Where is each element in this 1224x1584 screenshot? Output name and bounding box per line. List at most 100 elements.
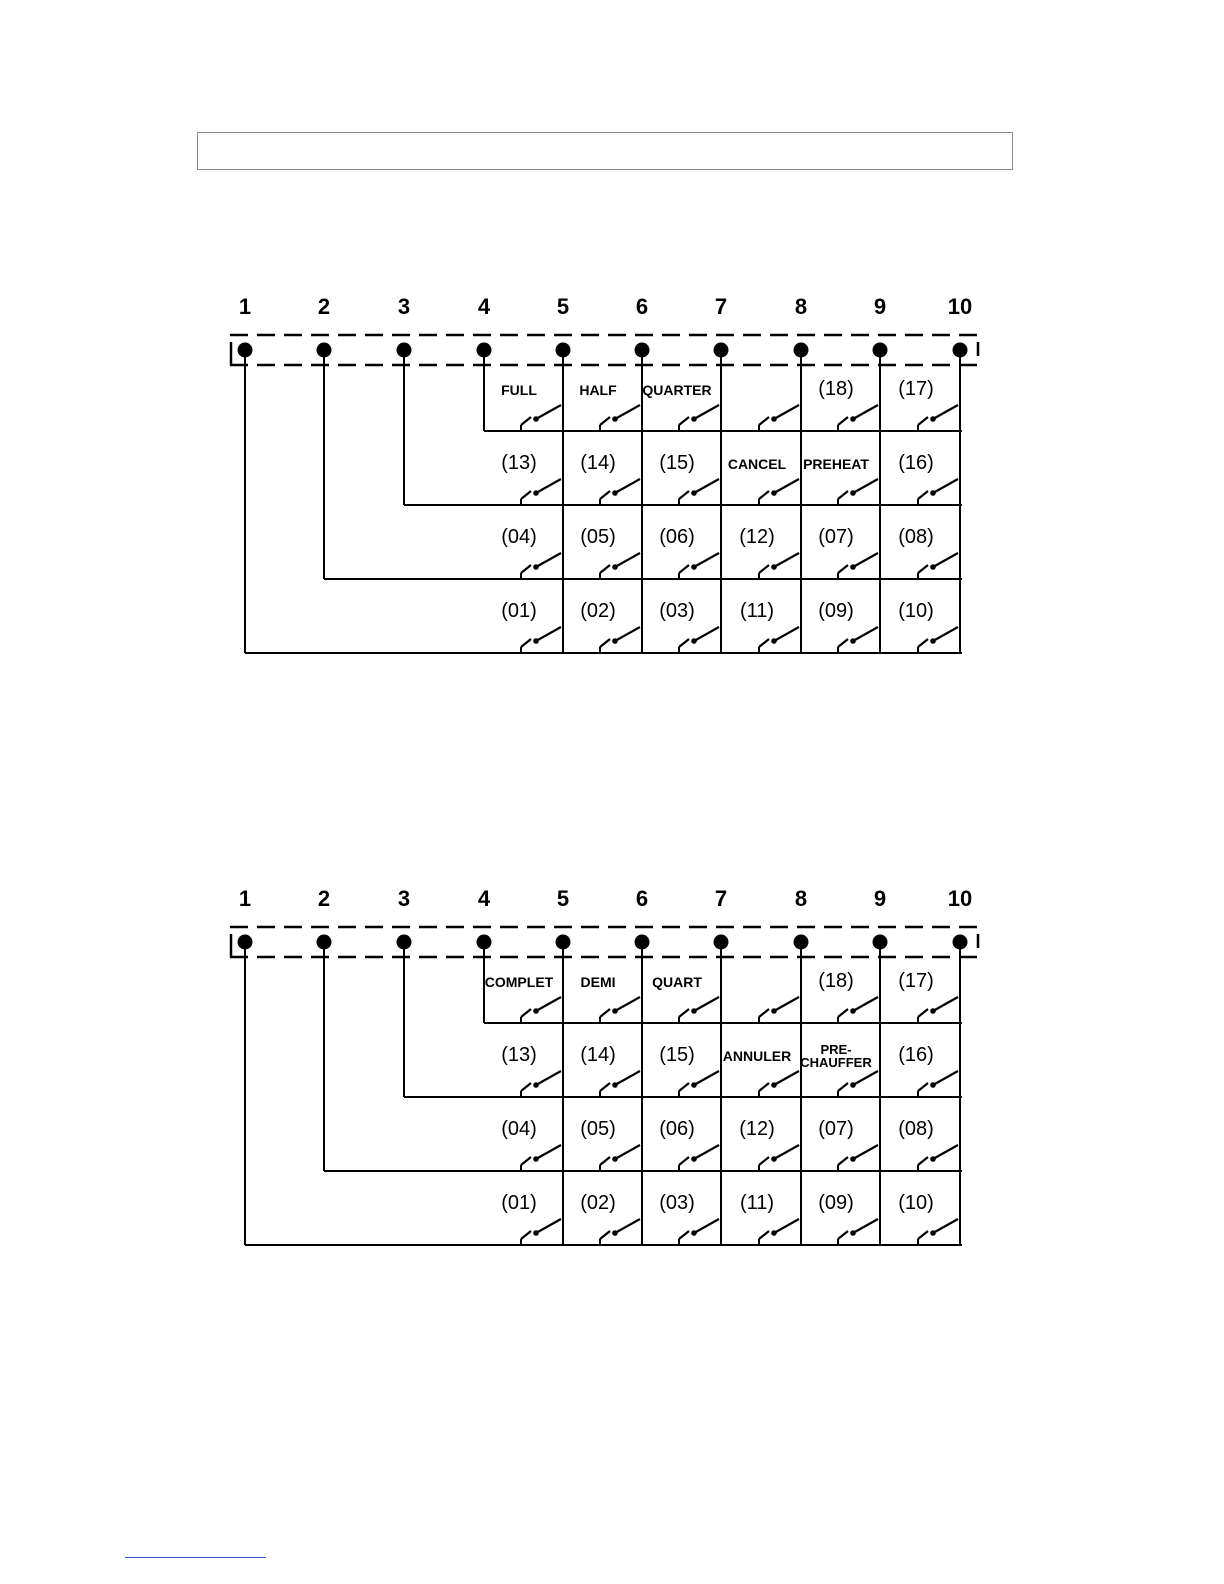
key-label: (17): [898, 970, 934, 992]
key-switch-contact: [838, 405, 878, 430]
key-switch-contact: [838, 479, 878, 504]
terminal-number-label: 1: [239, 294, 251, 319]
terminal-number-label: 5: [557, 294, 569, 319]
key-switch-contact: [759, 1145, 799, 1170]
key-label: (05): [580, 526, 616, 548]
key-label: PREHEAT: [803, 456, 869, 472]
key-switch-contact: [679, 1219, 719, 1244]
key-label: (04): [501, 526, 537, 548]
key-switch-contact: [600, 1219, 640, 1244]
key-switch-contact: [918, 1219, 958, 1244]
key-switch-contact: [679, 627, 719, 652]
key-label: (09): [818, 1192, 854, 1214]
terminal-number-label: 7: [715, 294, 727, 319]
key-label: (16): [898, 1044, 934, 1066]
key-label: (10): [898, 600, 934, 622]
key-label: (10): [898, 1192, 934, 1214]
key-label: (18): [818, 378, 854, 400]
key-label: (11): [740, 600, 774, 622]
key-switch-contact: [521, 627, 561, 652]
key-switch-contact: [918, 627, 958, 652]
terminal-number-label: 9: [874, 886, 886, 911]
key-label: (03): [659, 1192, 695, 1214]
key-switch-contact: [679, 1145, 719, 1170]
key-switch-contact: [521, 479, 561, 504]
terminal-number-label: 4: [478, 294, 491, 319]
terminal-number-label: 6: [636, 886, 648, 911]
key-label: CANCEL: [728, 456, 787, 472]
key-label: (13): [501, 452, 537, 474]
key-switch-contact: [521, 1071, 561, 1096]
key-switch-contact: [759, 553, 799, 578]
key-switch-contact: [838, 1071, 878, 1096]
key-switch-contact: [759, 1219, 799, 1244]
key-switch-contact: [838, 553, 878, 578]
footer-link-line: [125, 1557, 266, 1558]
key-label: (05): [580, 1118, 616, 1140]
key-label: (09): [818, 600, 854, 622]
key-switch-contact: [521, 553, 561, 578]
terminal-number-label: 5: [557, 886, 569, 911]
key-label: ANNULER: [723, 1048, 791, 1064]
key-label: (15): [659, 1044, 695, 1066]
key-switch-contact: [759, 627, 799, 652]
key-label: (08): [898, 1118, 934, 1140]
key-switch-contact: [838, 997, 878, 1022]
key-switch-contact: [521, 997, 561, 1022]
key-switch-contact: [759, 405, 799, 430]
key-switch-contact: [679, 405, 719, 430]
key-switch-contact: [600, 1071, 640, 1096]
key-switch-contact: [600, 997, 640, 1022]
key-label: (07): [818, 1118, 854, 1140]
key-switch-contact: [600, 553, 640, 578]
terminal-number-label: 8: [795, 886, 807, 911]
key-label: (12): [739, 1118, 775, 1140]
terminal-number-label: 1: [239, 886, 251, 911]
header-box: [197, 132, 1013, 170]
key-switch-contact: [918, 997, 958, 1022]
key-label: (02): [580, 600, 616, 622]
key-switch-contact: [600, 405, 640, 430]
key-label: HALF: [579, 382, 617, 398]
key-label: (03): [659, 600, 695, 622]
key-label: (13): [501, 1044, 537, 1066]
key-switch-contact: [521, 405, 561, 430]
key-label: (14): [580, 1044, 616, 1066]
key-switch-contact: [679, 1071, 719, 1096]
key-label: FULL: [501, 382, 537, 398]
key-switch-contact: [600, 627, 640, 652]
key-label: (01): [501, 1192, 537, 1214]
key-switch-contact: [918, 553, 958, 578]
key-label: (07): [818, 526, 854, 548]
terminal-number-label: 4: [478, 886, 491, 911]
terminal-number-label: 3: [398, 886, 410, 911]
key-switch-contact: [600, 479, 640, 504]
key-label: (18): [818, 970, 854, 992]
key-switch-contact: [679, 553, 719, 578]
key-switch-contact: [918, 405, 958, 430]
key-switch-contact: [600, 1145, 640, 1170]
terminal-number-label: 2: [318, 294, 330, 319]
key-label: QUART: [652, 974, 702, 990]
terminal-number-label: 10: [948, 886, 972, 911]
key-switch-contact: [679, 479, 719, 504]
key-label: (01): [501, 600, 537, 622]
key-switch-contact: [838, 1219, 878, 1244]
terminal-number-label: 6: [636, 294, 648, 319]
key-label: (06): [659, 526, 695, 548]
key-switch-contact: [838, 627, 878, 652]
key-label: (08): [898, 526, 934, 548]
key-label: (15): [659, 452, 695, 474]
key-switch-contact: [759, 997, 799, 1022]
key-label: (14): [580, 452, 616, 474]
terminal-number-label: 7: [715, 886, 727, 911]
key-label: COMPLET: [485, 974, 554, 990]
key-label: PRE-CHAUFFER: [800, 1042, 872, 1070]
key-switch-contact: [679, 997, 719, 1022]
key-switch-contact: [759, 479, 799, 504]
key-label: (06): [659, 1118, 695, 1140]
